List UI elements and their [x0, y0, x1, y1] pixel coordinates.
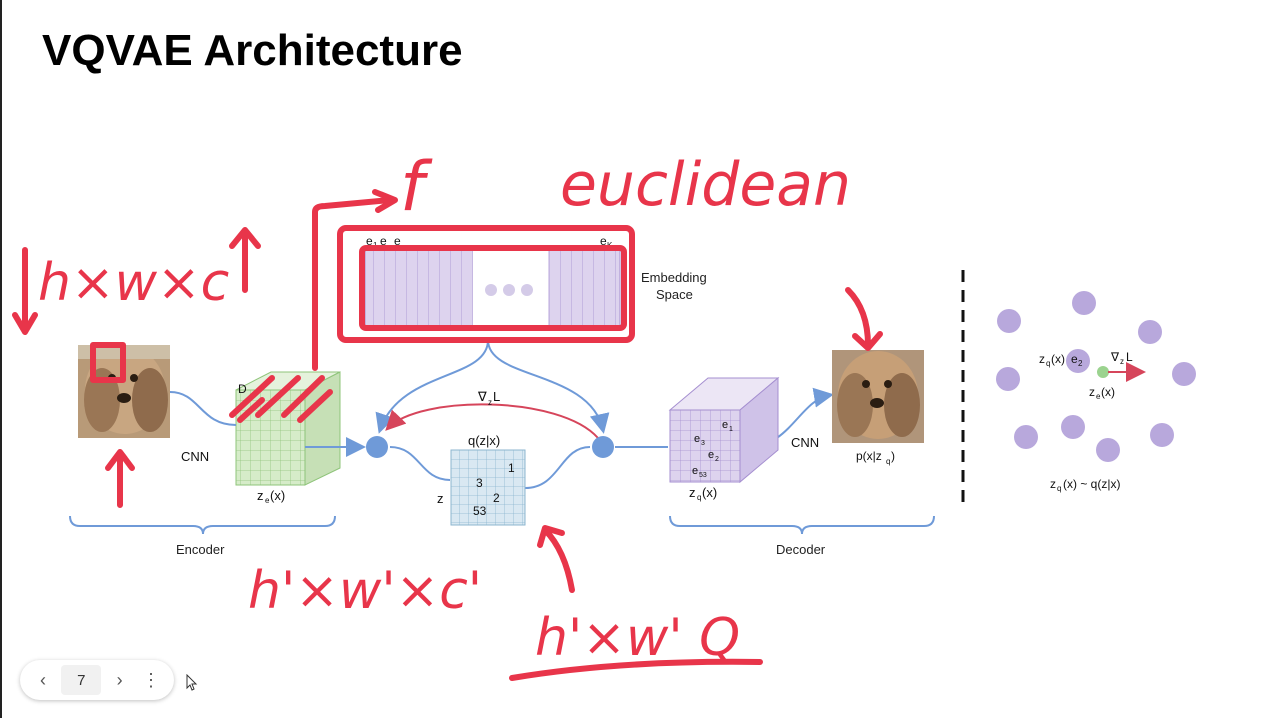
svg-text:(x): (x): [270, 488, 285, 503]
quantized-index-grid: q(z|x) 1 3 2 53 z: [437, 433, 526, 526]
svg-text:e: e: [708, 449, 714, 461]
svg-text:e: e: [1071, 352, 1078, 366]
svg-text:q: q: [1046, 359, 1050, 368]
svg-text:): ): [891, 449, 895, 463]
annotation-input-arrow: [105, 449, 135, 508]
svg-text:e: e: [394, 234, 401, 248]
svg-text:q: q: [1057, 484, 1061, 493]
annotation-hwc: h×w×c: [38, 253, 229, 313]
svg-text:2: 2: [1078, 359, 1083, 368]
svg-text:2: 2: [493, 491, 500, 505]
decoder-feature-cube: e 1 e 3 e 2 e 53 z q (x): [668, 376, 780, 502]
svg-text:e: e: [265, 496, 270, 505]
annotation-f: f: [400, 148, 433, 227]
ze-label: z: [257, 488, 264, 503]
svg-text:e: e: [694, 433, 700, 445]
svg-text:∇: ∇: [1110, 350, 1120, 364]
svg-text:q: q: [697, 493, 701, 502]
slide-navigation: ‹ 7 › ⋮: [20, 660, 174, 700]
svg-text:e: e: [692, 465, 698, 477]
annotation-hw-q: h'×w' Q: [535, 608, 740, 668]
annotation-patch-box: [90, 342, 126, 383]
embedding-space: e 1 e e e K Embedding Space: [364, 234, 707, 329]
ellipsis-dot: [485, 284, 497, 296]
svg-text:1: 1: [508, 461, 515, 475]
svg-text:(x): (x): [702, 485, 717, 500]
svg-text:e: e: [1096, 392, 1101, 401]
annotation-euclidean: euclidean: [560, 150, 851, 220]
cnn-encoder-label: CNN: [181, 449, 209, 464]
svg-text:z: z: [1050, 477, 1056, 491]
embedding-label-line1: Embedding: [641, 270, 707, 285]
svg-text:z: z: [488, 398, 492, 407]
z-label: z: [437, 491, 444, 506]
more-vertical-icon: ⋮: [141, 669, 160, 690]
page-number[interactable]: 7: [61, 665, 102, 695]
node-left: [366, 436, 388, 458]
chevron-left-icon: ‹: [40, 669, 46, 690]
grad-label: ∇: [477, 389, 487, 404]
decoder-label: Decoder: [776, 542, 826, 557]
svg-text:(x) ~ q(z|x): (x) ~ q(z|x): [1063, 477, 1120, 491]
svg-text:(x): (x): [1101, 385, 1115, 399]
svg-text:z: z: [1089, 385, 1095, 399]
gradient-arrow: [385, 403, 599, 439]
svg-text:3: 3: [701, 440, 705, 447]
d-label: D: [238, 382, 247, 396]
pxzq-label: p(x|z: [856, 449, 882, 463]
prev-slide-button[interactable]: ‹: [30, 667, 56, 693]
svg-text:e: e: [380, 234, 387, 248]
svg-text:53: 53: [699, 472, 707, 479]
svg-text:z: z: [1120, 357, 1124, 366]
annotation-d-scribble: [229, 375, 333, 423]
embedding-label-line2: Space: [656, 287, 693, 302]
svg-text:L: L: [493, 389, 500, 404]
annotation-embedding-box-inner: [359, 245, 627, 331]
ellipsis-dot: [503, 284, 515, 296]
annotation-f-arrow: [312, 197, 393, 371]
annotation-embedding-box-outer: [337, 225, 635, 343]
brace-group: [69, 515, 935, 535]
svg-text:L: L: [1126, 350, 1133, 364]
embedding-code-last: e: [600, 234, 607, 248]
svg-text:1: 1: [729, 426, 733, 433]
svg-text:e: e: [722, 419, 728, 431]
mouse-cursor-icon: [186, 674, 198, 691]
more-options-button[interactable]: ⋮: [138, 667, 164, 693]
svg-text:(x): (x): [1051, 352, 1065, 366]
annotation-underline: [509, 658, 763, 681]
next-slide-button[interactable]: ›: [107, 667, 133, 693]
embedding-illustration: z q (x) e 2 ∇ z L z e (x) z q (x) ~ q(z|…: [996, 291, 1196, 493]
handwritten-annotations: [12, 189, 883, 681]
node-right: [592, 436, 614, 458]
encoder-feature-cube: D z e (x): [235, 371, 341, 505]
svg-text:53: 53: [473, 504, 487, 518]
svg-text:2: 2: [715, 456, 719, 463]
svg-text:q: q: [886, 457, 890, 466]
annotation-hwc-prime: h'×w'×c': [248, 561, 482, 621]
cnn-decoder-label: CNN: [791, 435, 819, 450]
slide-title: VQVAE Architecture: [42, 26, 463, 75]
svg-text:3: 3: [476, 476, 483, 490]
qzx-label: q(z|x): [468, 433, 500, 448]
svg-text:z: z: [1039, 352, 1045, 366]
chevron-right-icon: ›: [116, 669, 123, 690]
ellipsis-dot: [521, 284, 533, 296]
embedding-code-first: e: [366, 234, 373, 248]
output-image: p(x|z q ): [832, 350, 924, 466]
zq-label: z: [689, 485, 696, 500]
encoder-label: Encoder: [176, 542, 225, 557]
